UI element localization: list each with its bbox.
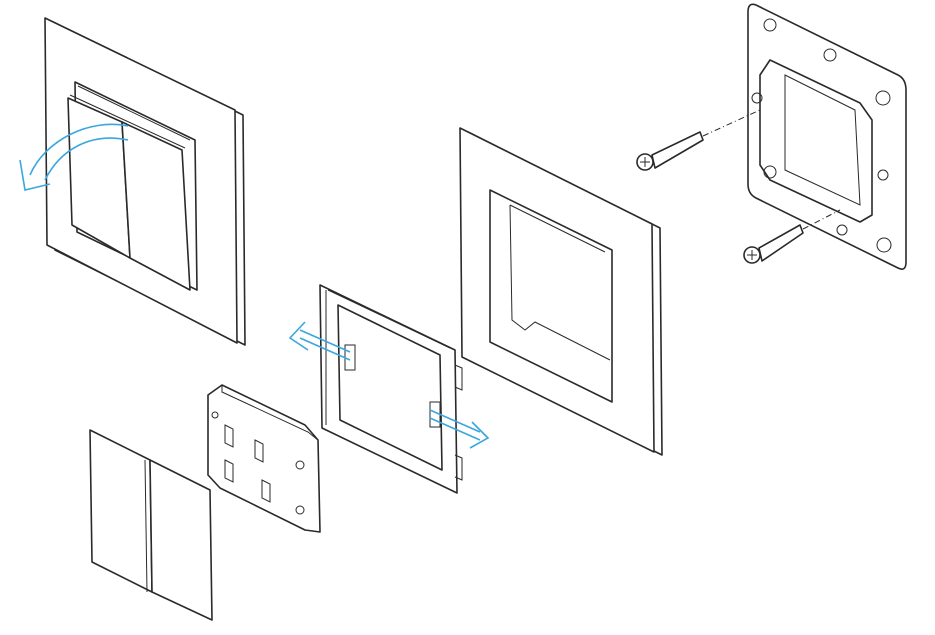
- rotate-arrow: [29, 123, 129, 176]
- rocker-key-right: [149, 459, 213, 621]
- assembled-switch: [19, 17, 246, 346]
- rocker-key-left: [89, 429, 153, 593]
- screw-top: [636, 109, 761, 171]
- switch-module: [207, 384, 321, 533]
- release-arrow-left: [288, 321, 351, 361]
- screw-bottom: [743, 209, 841, 264]
- rocker-keys: [89, 429, 213, 621]
- screw-hole: [763, 18, 777, 32]
- mounting-plate: [747, 3, 907, 270]
- adapter-frame: [288, 284, 490, 494]
- release-arrow-right: [429, 409, 490, 449]
- cover-frame: [459, 127, 663, 456]
- rocker-right: [121, 121, 191, 291]
